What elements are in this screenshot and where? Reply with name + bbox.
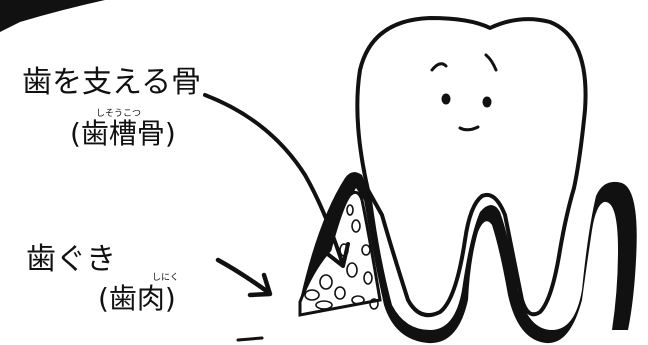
bone-label: 歯を支える骨 [22,65,202,100]
gum-tissue [300,172,637,344]
left-eye [441,93,451,105]
corner-marker [0,0,105,32]
left-eyebrow [430,62,448,72]
bone-texture [304,204,379,310]
gum-sub-label: (歯肉) [98,282,176,315]
tooth-body [355,16,588,317]
tooth-face [430,53,498,132]
bottom-mark [236,336,264,342]
gum-arrow [215,257,273,298]
gum-ruby: しにく [152,273,179,283]
bone-arrow [203,93,350,268]
gum-label: 歯ぐき [26,242,116,277]
right-eyebrow [484,53,498,72]
right-eye [482,96,492,108]
bone-ruby: しそうこつ [96,109,142,119]
mouth [458,125,480,132]
bone-sub-label: (歯槽骨) [70,117,176,150]
